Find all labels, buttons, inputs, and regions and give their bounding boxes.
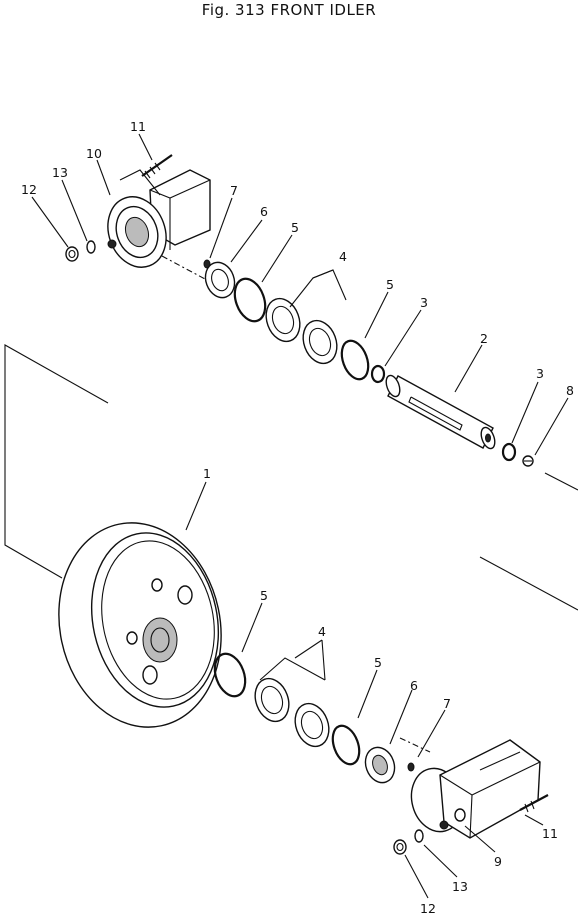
upper-bushings [265, 297, 338, 365]
callout-5-lower-a: 5 [260, 588, 268, 603]
lower-floating-seal [364, 746, 396, 784]
callout-12-lower: 12 [420, 901, 436, 915]
callout-labels: 11 10 13 12 7 6 5 4 5 3 2 3 8 1 5 4 5 6 … [21, 119, 574, 915]
upper-nut-washer [65, 240, 96, 262]
callout-8: 8 [566, 383, 574, 398]
lower-nut-washer [393, 829, 424, 855]
idler-wheel [58, 522, 222, 728]
callout-13-upper: 13 [52, 165, 68, 180]
callout-13-lower: 13 [452, 879, 468, 894]
callout-6-lower: 6 [410, 678, 418, 693]
callout-4-lower: 4 [318, 624, 326, 639]
lower-pin [407, 762, 415, 772]
callout-5-upper-b: 5 [386, 277, 394, 292]
callout-11-upper: 11 [130, 119, 146, 134]
lower-bolt [519, 794, 549, 813]
upper-small-o-ring [370, 364, 386, 384]
callout-10: 10 [86, 146, 102, 161]
callout-11-lower: 11 [542, 826, 558, 841]
shaft [385, 374, 496, 450]
callout-7-lower: 7 [443, 696, 451, 711]
upper-bolt [141, 154, 173, 179]
lower-o-ring [213, 652, 247, 698]
callout-5-lower-b: 5 [374, 655, 382, 670]
callout-3-right: 3 [536, 366, 544, 381]
upper-o-ring-2 [340, 339, 370, 381]
assembly-frame-lines [4, 344, 578, 611]
right-small-o-ring [501, 442, 517, 462]
centerline [161, 255, 206, 280]
figure-title: Fig. 313 FRONT IDLER [202, 1, 376, 19]
upper-o-ring [233, 277, 267, 323]
leader-lines [31, 133, 569, 899]
upper-floating-seal [204, 261, 236, 299]
callout-2: 2 [480, 331, 488, 346]
centerline-lower [399, 737, 431, 753]
callout-5-upper-a: 5 [291, 220, 299, 235]
callout-7-upper: 7 [230, 183, 238, 198]
lower-support-bracket [410, 739, 541, 839]
lower-bushings [254, 677, 330, 748]
callout-3-left: 3 [420, 295, 428, 310]
callout-12-upper: 12 [21, 182, 37, 197]
lower-o-ring-2 [331, 724, 361, 766]
callout-1: 1 [203, 466, 211, 481]
plug [522, 455, 534, 467]
callout-9: 9 [494, 854, 502, 869]
callout-4-upper: 4 [339, 249, 347, 264]
callout-6-upper: 6 [260, 204, 268, 219]
upper-support-bracket [107, 169, 211, 268]
